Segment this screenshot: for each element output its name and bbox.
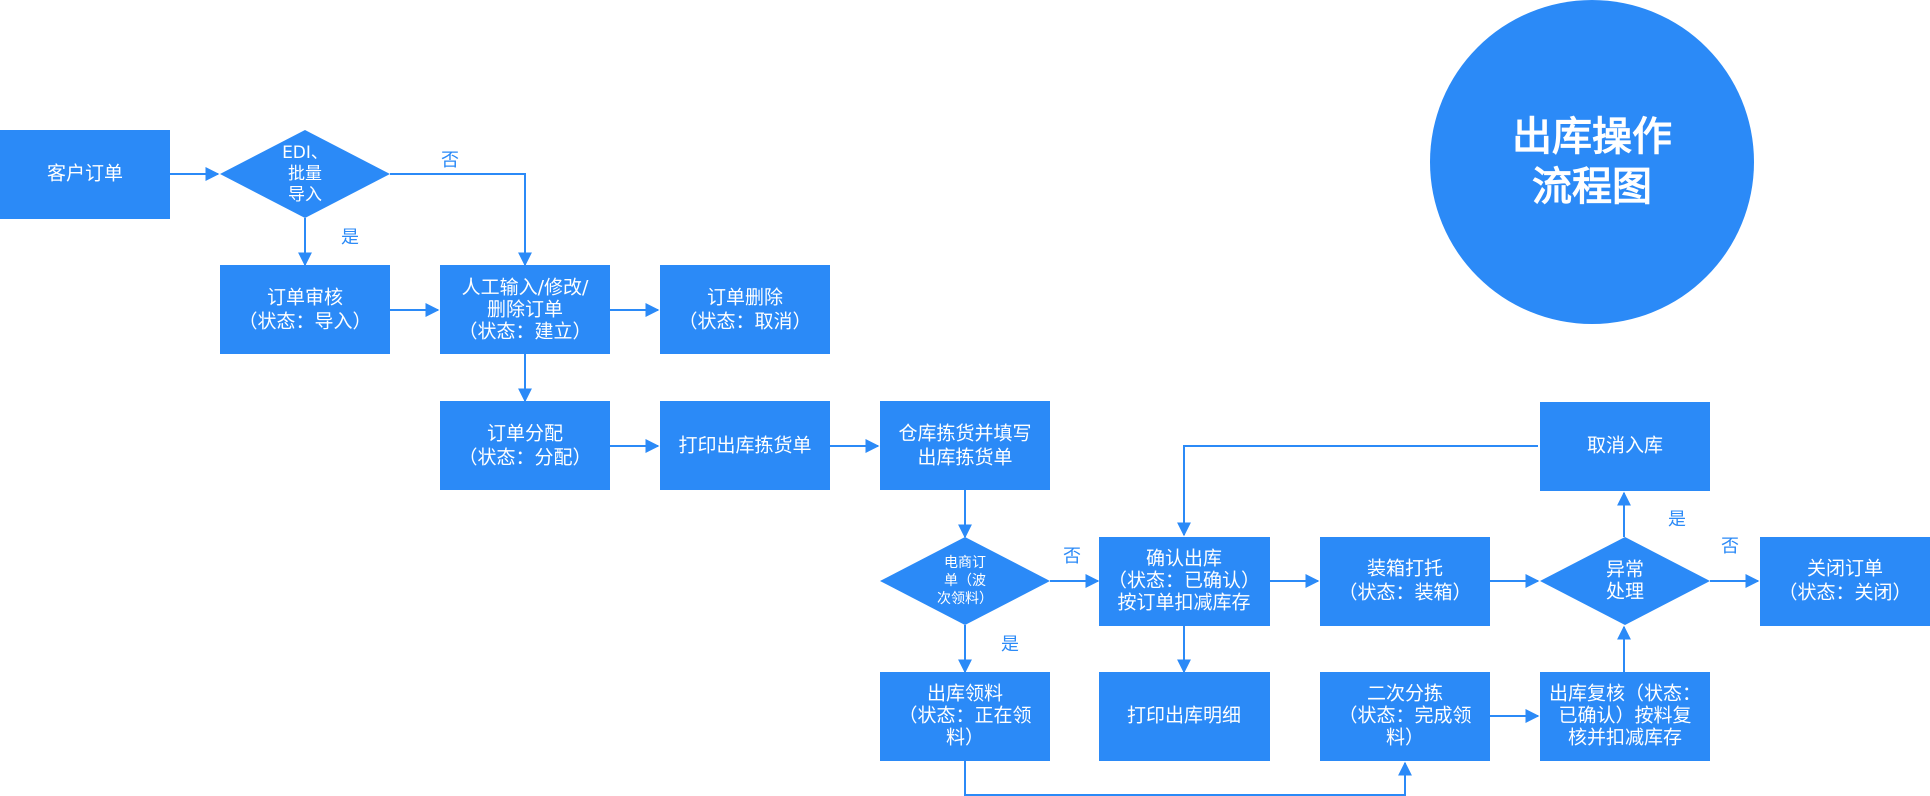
edge-label-exception-yes: 是 [1668, 509, 1686, 530]
label-recheck-line-2: 已确认）按料复 [1558, 705, 1691, 727]
label-print-detail: 打印出库明细 [1127, 705, 1241, 727]
label-ecommerce-order-line-2: 单（波 [944, 573, 986, 589]
label-packing-line-2: （状态：装箱） [1338, 582, 1471, 604]
node-warehouse-pick [880, 401, 1050, 490]
label-recheck-line-1: 出库复核（状态： [1549, 683, 1701, 705]
decision-exception [1540, 537, 1710, 625]
decision-ecommerce-order [880, 537, 1050, 625]
node-order-review [220, 265, 390, 354]
edge-label-exception-no: 否 [1721, 536, 1739, 557]
label-order-allocate-line-1: 订单分配 [487, 423, 563, 445]
label-edi-import-line-2: 批量 [288, 164, 322, 184]
label-close-order-line-2: （状态：关闭） [1778, 582, 1911, 604]
title-badge: 出库操作 流程图 [1430, 0, 1754, 324]
edge-label-ecommerce-no: 否 [1063, 546, 1081, 567]
label-confirm-outbound: 确认出库（状态：已确认）按订单扣减库存 [1108, 548, 1260, 614]
label-close-order: 关闭订单（状态：关闭） [1778, 558, 1911, 604]
label-cancel-inbound: 取消入库 [1587, 435, 1663, 457]
node-print-detail [1099, 672, 1270, 761]
label-ecommerce-order-line-3: 次领料） [937, 591, 993, 607]
edge-label-ecommerce-yes: 是 [1001, 634, 1019, 655]
edge-material-to-sort [964, 761, 1412, 796]
node-customer-order [0, 130, 170, 219]
edge-cancel-to-confirm [1177, 445, 1538, 537]
label-manual-input-line-1: 人工输入/修改/ [462, 277, 589, 299]
node-order-delete [660, 265, 830, 354]
node-order-allocate [440, 401, 610, 490]
label-order-allocate: 订单分配（状态：分配） [458, 423, 591, 469]
label-second-sort-line-2: （状态：完成领 [1338, 705, 1471, 727]
node-packing [1320, 537, 1490, 626]
label-order-delete: 订单删除（状态：取消） [678, 287, 811, 333]
label-outbound-material-line-1: 出库领料 [927, 683, 1003, 705]
label-customer-order: 客户订单 [47, 163, 123, 185]
label-edi-import-line-3: 导入 [288, 185, 322, 205]
label-recheck-line-3: 核并扣减库存 [1568, 727, 1682, 749]
label-warehouse-pick-line-1: 仓库拣货并填写 [898, 423, 1031, 445]
process-nodes: 客户订单 订单审核（状态：导入） 人工输入/修改/删除订单（状态：建立） 订单删… [0, 130, 1930, 761]
label-manual-input: 人工输入/修改/删除订单（状态：建立） [458, 277, 591, 343]
label-exception-line-1: 异常 [1606, 559, 1644, 581]
label-order-review: 订单审核（状态：导入） [238, 287, 371, 333]
edge-edi-no [390, 173, 532, 267]
label-second-sort-line-3: 料） [1386, 727, 1424, 749]
connectors [170, 167, 1760, 796]
label-exception-line-2: 处理 [1606, 581, 1644, 603]
title-line-2: 流程图 [1532, 164, 1652, 210]
edge-labels: 否 是 否 是 是 否 [341, 150, 1739, 655]
node-recheck [1540, 672, 1710, 761]
node-outbound-material [880, 672, 1050, 761]
label-packing-line-1: 装箱打托 [1367, 558, 1443, 580]
label-second-sort-line-1: 二次分拣 [1367, 683, 1443, 705]
label-confirm-outbound-line-3: 按订单扣减库存 [1117, 592, 1250, 614]
node-second-sort [1320, 672, 1490, 761]
label-ecommerce-order-line-1: 电商订 [944, 555, 986, 571]
node-manual-input [440, 265, 610, 354]
label-print-detail-line-1: 打印出库明细 [1127, 705, 1241, 727]
label-order-allocate-line-2: （状态：分配） [458, 447, 591, 469]
label-packing: 装箱打托（状态：装箱） [1338, 558, 1471, 604]
node-close-order [1760, 537, 1930, 626]
label-manual-input-line-2: 删除订单 [487, 299, 563, 321]
decision-edi-import [220, 130, 390, 218]
label-order-review-line-2: （状态：导入） [238, 311, 371, 333]
node-print-picklist [660, 401, 830, 490]
label-customer-order-line-1: 客户订单 [47, 163, 123, 185]
label-print-picklist-line-1: 打印出库拣货单 [678, 435, 811, 457]
label-confirm-outbound-line-1: 确认出库 [1146, 548, 1222, 570]
label-order-review-line-1: 订单审核 [267, 287, 343, 309]
edge-label-edi-no: 否 [441, 150, 459, 171]
edge-label-edi-yes: 是 [341, 227, 359, 248]
title-line-1: 出库操作 [1512, 114, 1672, 160]
label-outbound-material-line-3: 料） [946, 727, 984, 749]
node-cancel-inbound [1540, 402, 1710, 491]
node-confirm-outbound [1099, 537, 1270, 626]
label-order-delete-line-1: 订单删除 [707, 287, 783, 309]
label-edi-import-line-1: EDI、 [282, 143, 328, 163]
label-order-delete-line-2: （状态：取消） [678, 311, 811, 333]
label-confirm-outbound-line-2: （状态：已确认） [1108, 570, 1260, 592]
label-manual-input-line-3: （状态：建立） [458, 321, 591, 343]
label-close-order-line-1: 关闭订单 [1807, 558, 1883, 580]
label-outbound-material-line-2: （状态：正在领 [898, 705, 1031, 727]
label-warehouse-pick-line-2: 出库拣货单 [917, 447, 1012, 469]
label-print-picklist: 打印出库拣货单 [678, 435, 811, 457]
label-cancel-inbound-line-1: 取消入库 [1587, 435, 1663, 457]
